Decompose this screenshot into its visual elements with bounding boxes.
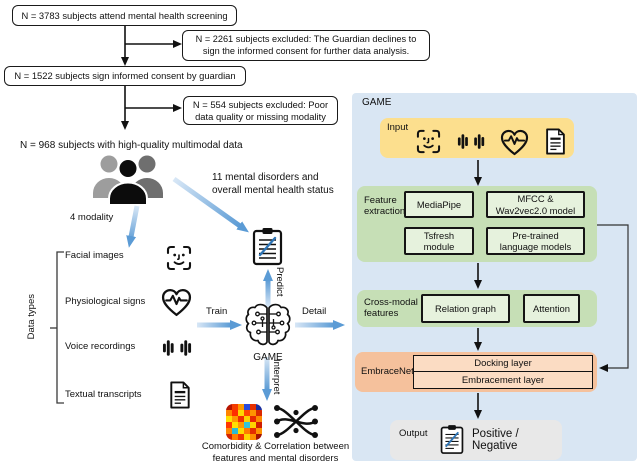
- face-scan-icon: [416, 129, 441, 154]
- mfcc-wav2vec-box: MFCC & Wav2vec2.0 model: [486, 191, 585, 218]
- data-type-textual: Textual transcripts: [65, 389, 142, 400]
- data-type-physiological: Physiological signs: [65, 296, 146, 307]
- data-type-facial: Facial images: [65, 250, 124, 261]
- output-value: Positive / Negative: [472, 428, 519, 452]
- waveform-icon: [162, 340, 192, 356]
- disorders-label: 11 mental disorders and overall mental h…: [212, 172, 334, 196]
- data-types-bracket: [50, 251, 64, 404]
- pretrained-lm-box: Pre-trained language models: [486, 227, 585, 255]
- attention-box: Attention: [523, 294, 580, 323]
- interpret-caption: Comorbidity & Correlation between featur…: [201, 441, 350, 465]
- heart-ecg-icon: [161, 288, 192, 317]
- data-type-voice: Voice recordings: [65, 341, 136, 352]
- relation-graph-box: Relation graph: [421, 294, 510, 323]
- predict-label: Predict: [274, 267, 285, 297]
- feature-extraction-label: Feature extraction: [364, 195, 406, 218]
- clipboard-icon: [440, 425, 464, 454]
- game-panel: GAME Input: [352, 93, 637, 461]
- excluded-box-1: N = 2261 subjects excluded: The Guardian…: [182, 30, 430, 61]
- brain-model-label: GAME: [253, 352, 283, 363]
- train-label: Train: [206, 306, 228, 317]
- input-label: Input: [387, 122, 409, 133]
- network-icon: [274, 405, 318, 438]
- screening-box: N = 3783 subjects attend mental health s…: [12, 5, 237, 26]
- heatmap-icon: [226, 404, 262, 440]
- embracement-layer: Embracement layer: [414, 372, 592, 388]
- heart-ecg-icon: [500, 129, 529, 156]
- embracenet-stage: EmbraceNet Docking layer Embracement lay…: [355, 352, 597, 392]
- interpret-label: Interpret: [271, 359, 282, 395]
- mediapipe-box: MediaPipe: [404, 191, 474, 218]
- modality-label: 4 modality: [70, 212, 114, 223]
- brain-circuit-icon: [245, 303, 291, 346]
- document-icon: [546, 128, 565, 155]
- excluded-box-2: N = 554 subjects excluded: Poor data qua…: [183, 96, 338, 125]
- clipboard-icon: [252, 228, 283, 266]
- embracenet-label: EmbraceNet: [361, 366, 414, 377]
- detail-label: Detail: [302, 306, 327, 317]
- tsfresh-box: Tsfresh module: [404, 227, 474, 255]
- output-label: Output: [399, 428, 428, 439]
- final-count-text: N = 968 subjects with high-quality multi…: [20, 140, 243, 151]
- input-box: Input: [380, 118, 574, 158]
- panel-title: GAME: [362, 97, 392, 108]
- feature-extraction-stage: Feature extraction MediaPipe MFCC & Wav2…: [357, 186, 597, 262]
- cross-modal-stage: Cross-modal features Relation graph Atte…: [357, 290, 597, 327]
- people-icon: [93, 155, 163, 205]
- consent-box: N = 1522 subjects sign informed consent …: [4, 66, 246, 86]
- output-box: Output Positive / Negative: [390, 420, 562, 460]
- waveform-icon: [457, 134, 485, 149]
- document-icon: [170, 381, 190, 409]
- data-types-axis-label: Data types: [26, 294, 37, 340]
- cross-modal-label: Cross-modal features: [364, 297, 418, 320]
- embracenet-layers: Docking layer Embracement layer: [413, 355, 593, 389]
- docking-layer: Docking layer: [414, 356, 592, 372]
- face-scan-icon: [166, 245, 192, 271]
